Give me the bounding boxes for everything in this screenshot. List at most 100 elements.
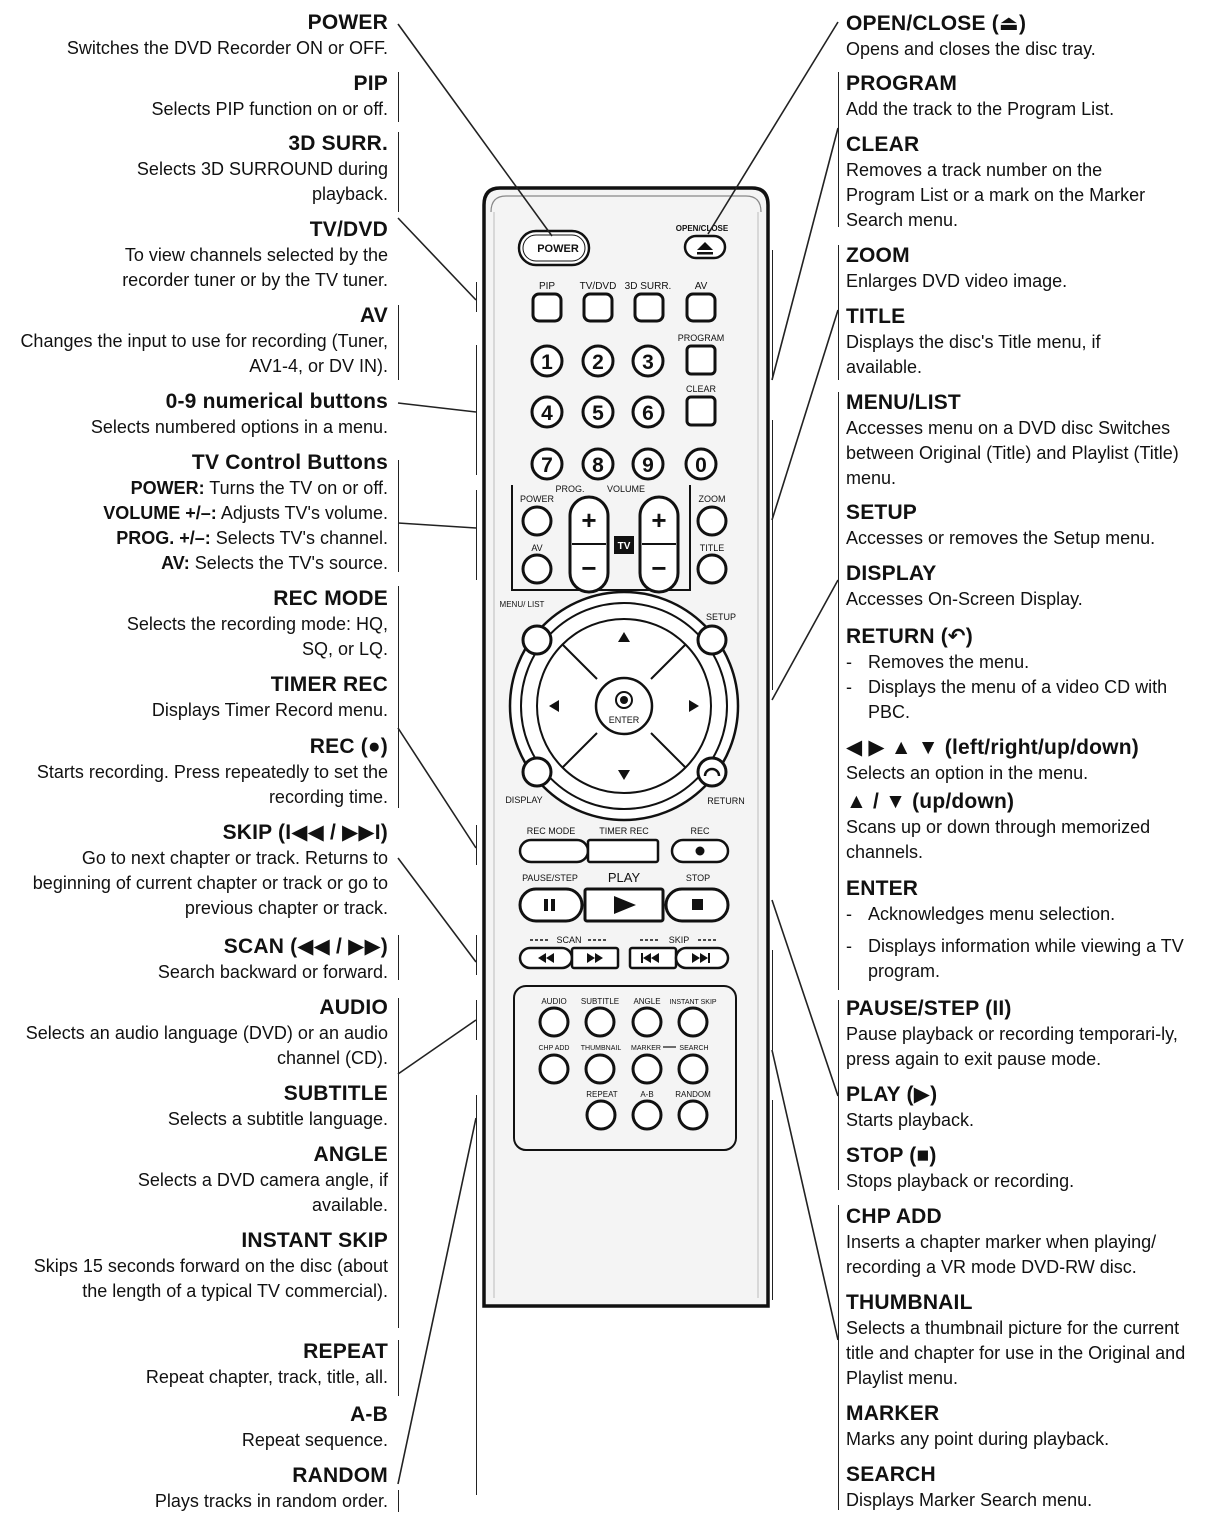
tv-av-button[interactable] bbox=[521, 553, 553, 585]
callout-title: ANGLE bbox=[313, 1143, 388, 1166]
menu-list-button[interactable] bbox=[521, 624, 553, 656]
clear-button[interactable] bbox=[685, 395, 717, 427]
digit-6-button[interactable]: 6 bbox=[631, 395, 665, 429]
pause-step-button[interactable] bbox=[518, 887, 584, 923]
callout-desc: Repeat sequence. bbox=[241, 1430, 388, 1450]
digit-1-button[interactable]: 1 bbox=[530, 344, 564, 378]
callout-play: PLAY (▶) Starts playback. bbox=[846, 1082, 1224, 1133]
callout-desc: Changes the input to use for recording (… bbox=[20, 331, 388, 376]
digit-4-button[interactable]: 4 bbox=[530, 395, 564, 429]
callout-return: RETURN (↶) Removes the menu. Displays th… bbox=[846, 624, 1196, 725]
tv-badge bbox=[614, 536, 634, 554]
right-device-bar-1 bbox=[772, 250, 773, 380]
callout-title: ZOOM bbox=[846, 244, 910, 267]
return-button[interactable] bbox=[696, 756, 728, 788]
rec-button[interactable] bbox=[670, 838, 730, 864]
play-button[interactable] bbox=[583, 887, 665, 923]
3d-surr-button[interactable] bbox=[633, 292, 665, 323]
power-button[interactable]: POWER bbox=[517, 229, 591, 267]
marker-button[interactable] bbox=[631, 1053, 663, 1085]
setup-button[interactable] bbox=[696, 624, 728, 656]
tv-power-button[interactable] bbox=[521, 505, 553, 537]
callout-bullet: Removes the menu. bbox=[846, 650, 1196, 675]
callout-desc: Inserts a chapter marker when playing/ r… bbox=[846, 1232, 1157, 1277]
left-device-bar-6 bbox=[476, 1000, 477, 1040]
repeat-button[interactable] bbox=[585, 1099, 617, 1131]
number-pad: 1 2 3 4 5 6 7 8 9 0 bbox=[530, 344, 718, 481]
left-device-bar-4 bbox=[476, 825, 477, 865]
callout-desc: Accesses or removes the Setup menu. bbox=[846, 528, 1156, 548]
search-button[interactable] bbox=[677, 1053, 709, 1085]
tv-control-line: VOLUME +/–: Adjusts TV's volume. bbox=[103, 503, 388, 523]
left-arrow-icon[interactable] bbox=[549, 700, 559, 712]
svg-text:−: − bbox=[581, 553, 596, 583]
scan-back-button[interactable] bbox=[518, 946, 574, 970]
search-label: SEARCH bbox=[679, 1045, 708, 1052]
clear-label: CLEAR bbox=[686, 384, 717, 394]
callout-menu-list: MENU/LIST Accesses menu on a DVD disc Sw… bbox=[846, 390, 1224, 491]
thumbnail-label: THUMBNAIL bbox=[581, 1045, 622, 1052]
random-button[interactable] bbox=[677, 1099, 709, 1131]
timer-rec-button[interactable] bbox=[586, 838, 660, 864]
svg-text:6: 6 bbox=[642, 402, 654, 425]
digit-3-button[interactable]: 3 bbox=[631, 344, 665, 378]
callout-random: RANDOM Plays tracks in random order. bbox=[0, 1463, 388, 1514]
av-button[interactable] bbox=[685, 292, 717, 323]
zoom-button[interactable] bbox=[696, 505, 728, 537]
display-button[interactable] bbox=[521, 756, 553, 788]
thumbnail-button[interactable] bbox=[584, 1053, 616, 1085]
title-label: TITLE bbox=[700, 543, 725, 553]
up-arrow-icon[interactable] bbox=[618, 632, 630, 642]
skip-forward-button[interactable] bbox=[674, 946, 730, 970]
digit-8-button[interactable]: 8 bbox=[581, 447, 615, 481]
digit-0-button[interactable]: 0 bbox=[684, 447, 718, 481]
a-b-button[interactable] bbox=[631, 1099, 663, 1131]
callout-title: SKIP (I◀◀ / ▶▶I) bbox=[222, 821, 388, 844]
audio-button[interactable] bbox=[538, 1006, 570, 1038]
svg-text:0: 0 bbox=[695, 454, 707, 477]
skip-back-button[interactable] bbox=[628, 946, 678, 970]
chp-add-label: CHP ADD bbox=[539, 1045, 570, 1052]
callout-desc: Displays Timer Record menu. bbox=[151, 700, 388, 720]
callout-audio: AUDIO Selects an audio language (DVD) or… bbox=[12, 995, 388, 1071]
callout-title: AV bbox=[359, 304, 388, 327]
digit-2-button[interactable]: 2 bbox=[581, 344, 615, 378]
callout-title: REC MODE bbox=[273, 587, 388, 610]
svg-text:8: 8 bbox=[592, 454, 604, 477]
scan-forward-button[interactable] bbox=[570, 946, 620, 970]
svg-text:+: + bbox=[581, 505, 596, 535]
down-arrow-icon[interactable] bbox=[618, 770, 630, 780]
pip-button[interactable] bbox=[531, 292, 563, 323]
instant-skip-button[interactable] bbox=[677, 1006, 709, 1038]
left-separator-2 bbox=[398, 132, 399, 212]
title-button[interactable] bbox=[696, 553, 728, 585]
callout-desc: Marks any point during playback. bbox=[846, 1429, 1110, 1449]
prog-rocker[interactable]: + − bbox=[568, 495, 610, 594]
open-close-label: OPEN/CLOSE bbox=[676, 224, 729, 233]
left-separator-4 bbox=[398, 460, 399, 572]
tv-dvd-button[interactable] bbox=[582, 292, 614, 323]
right-arrow-icon[interactable] bbox=[689, 700, 699, 712]
open-close-button[interactable] bbox=[683, 234, 727, 260]
callout-desc: Search backward or forward. bbox=[157, 962, 388, 982]
chp-add-button[interactable] bbox=[538, 1053, 570, 1085]
random-label: RANDOM bbox=[675, 1090, 711, 1099]
digit-7-button[interactable]: 7 bbox=[530, 447, 564, 481]
rec-mode-button[interactable] bbox=[518, 838, 590, 864]
callout-bullet: Displays the menu of a video CD with PBC… bbox=[846, 675, 1196, 725]
callout-desc: Stops playback or recording. bbox=[846, 1171, 1075, 1191]
right-separator-1 bbox=[838, 72, 839, 227]
volume-rocker[interactable]: + − bbox=[638, 495, 680, 594]
stop-button[interactable] bbox=[664, 887, 730, 923]
subtitle-button[interactable] bbox=[584, 1006, 616, 1038]
power-label: POWER bbox=[537, 243, 579, 255]
callout-program: PROGRAM Add the track to the Program Lis… bbox=[846, 71, 1224, 122]
digit-9-button[interactable]: 9 bbox=[631, 447, 665, 481]
program-button[interactable] bbox=[685, 344, 717, 376]
digit-5-button[interactable]: 5 bbox=[581, 395, 615, 429]
callout-power: POWER Switches the DVD Recorder ON or OF… bbox=[0, 10, 388, 61]
callout-clear: CLEAR Removes a track number on the Prog… bbox=[846, 132, 1156, 233]
angle-button[interactable] bbox=[631, 1006, 663, 1038]
enter-button[interactable]: ENTER bbox=[594, 676, 654, 736]
callout-title: CHP ADD bbox=[846, 1205, 942, 1228]
